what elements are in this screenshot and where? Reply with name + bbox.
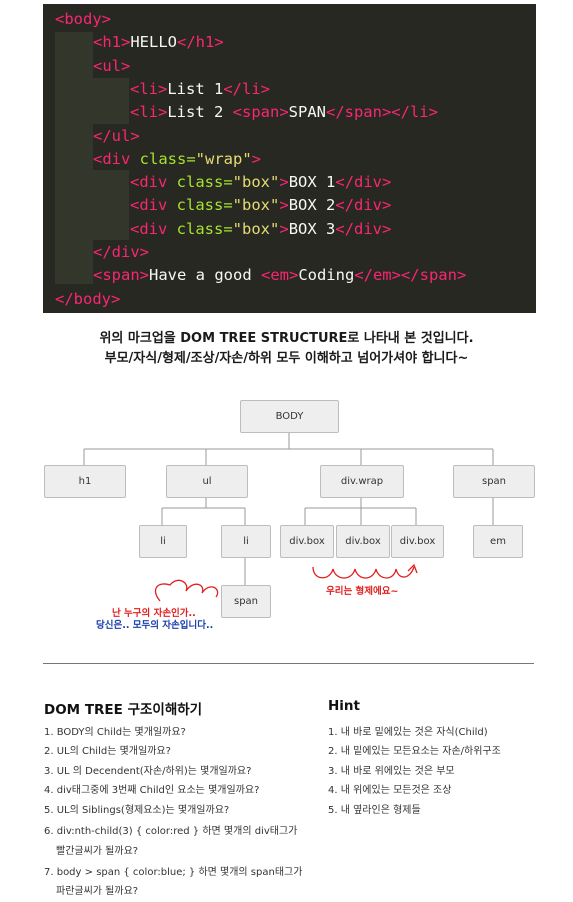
node-body: BODY [240,400,339,433]
code-line: <span>Have a good <em>Coding</em></span> [93,266,466,284]
code-token: Coding [298,266,355,285]
code-line: <body> [55,10,111,28]
question-item: 6. div:nth-child(3) { color:red } 하면 몇개의… [44,826,298,837]
hint-item: 3. 내 바로 위에있는 것은 부모 [328,766,455,777]
scribble-arrow [154,579,219,602]
question-item: 1. BODY의 Child는 몇개일까요? [44,727,186,738]
node-li-2: li [221,525,271,558]
code-block: <body><h1>HELLO</h1><ul><li>List 1</li><… [43,4,536,313]
code-token: <em> [260,266,299,285]
code-token: BOX 2 [288,196,336,215]
node-ul: ul [166,465,248,498]
dom-tree-diagram: BODY h1 ul div.wrap span li li div.box d… [0,385,573,645]
node-span: span [453,465,535,498]
section-divider [43,663,534,664]
code-token: <li> [130,79,168,98]
node-em: em [473,525,523,558]
code-line: <div class="box">BOX 1</div> [130,173,391,191]
indent-guide [93,170,129,240]
hint-item: 2. 내 밑에있는 모든요소는 자손/하위구조 [328,746,501,757]
code-token: "box" [232,173,280,192]
code-line: </div> [93,243,149,261]
node-h1: h1 [44,465,126,498]
code-line: </ul> [93,127,140,145]
code-token: "wrap" [195,149,252,168]
questions-title: DOM TREE 구조이해하기 [44,702,203,718]
hint-item: 5. 내 옆라인은 형제들 [328,805,421,816]
code-line: <li>List 1</li> [130,80,270,98]
scribble-wave [312,566,415,579]
code-token: Have a good [149,266,261,285]
code-token: "box" [232,219,280,238]
node-div-box-1: div.box [280,525,334,558]
indent-guide [55,32,93,284]
question-item: 4. div태그중에 3번째 Child인 요소는 몇개일까요? [44,785,260,796]
code-token: BOX 3 [288,219,336,238]
code-token: <div [130,196,177,215]
descendant-note-red: 난 누구의 자손인가.. [112,608,196,619]
question-item: 5. UL의 Siblings(형제요소)는 몇개일까요? [44,805,230,816]
code-line: <div class="box">BOX 2</div> [130,196,391,214]
code-token: <span> [93,266,149,285]
hint-item: 4. 내 위에있는 모든것은 조상 [328,785,452,796]
node-div-box-2: div.box [336,525,390,558]
tree-connectors [83,432,494,602]
code-token: > [279,196,289,215]
code-token: <h1> [93,33,131,52]
code-token: List 2 [167,103,233,122]
code-token: </h1> [177,33,224,52]
code-token: class= [176,173,233,192]
code-token: <body> [55,10,111,28]
question-item: 2. UL의 Child는 몇개일까요? [44,746,171,757]
code-token: "box" [232,196,280,215]
code-token: class= [176,196,233,215]
node-li-1: li [139,525,187,558]
code-token: List 1 [167,79,224,98]
question-item-continued: 파란글씨가 될까요? [56,886,139,897]
node-span-child: span [221,585,271,618]
caption-line-1: 위의 마크업을 DOM TREE STRUCTURE로 나타내 본 것입니다. [99,331,474,346]
code-token: <div [130,173,177,192]
code-token: </body> [55,289,121,308]
code-token: </div> [335,173,392,192]
question-item: 7. body > span { color:blue; } 하면 몇개의 sp… [44,867,303,878]
node-div-wrap: div.wrap [320,465,404,498]
code-token: <span> [232,103,289,122]
code-token: > [279,173,289,192]
hint-title: Hint [328,698,360,714]
code-token: <ul> [93,56,131,75]
code-token: HELLO [130,33,177,52]
code-token: <div [130,219,177,238]
code-token: </li> [223,79,270,98]
code-line: <div class="box">BOX 3</div> [130,220,391,238]
node-div-box-3: div.box [391,525,444,558]
code-token: </ul> [93,126,140,145]
code-token: SPAN [288,103,326,122]
code-line: <li>List 2 <span>SPAN</span></li> [130,103,438,121]
hint-item: 1. 내 바로 밑에있는 것은 자식(Child) [328,727,488,738]
code-token: </div> [335,196,392,215]
siblings-note: 우리는 형제에요~ [326,586,399,597]
indent-guide [93,78,129,124]
code-token: BOX 1 [288,173,336,192]
question-item-continued: 빨간글씨가 될까요? [56,846,139,857]
code-token: <div [93,149,140,168]
code-line: <h1>HELLO</h1> [93,33,224,51]
code-token: class= [139,149,196,168]
code-line: <div class="wrap"> [93,150,261,168]
code-token: </span></li> [325,103,438,122]
code-token: class= [176,219,233,238]
code-token: </div> [335,219,392,238]
code-token: > [279,219,289,238]
question-item: 3. UL 의 Decendent(자손/하위)는 몇개일까요? [44,766,252,777]
code-line: <ul> [93,57,130,75]
caption-line-2: 부모/자식/형제/조상/자손/하위 모두 이해하고 넘어가셔야 합니다~ [104,351,469,366]
code-token: </div> [93,243,149,261]
code-line: </body> [55,290,120,308]
descendant-note-blue: 당신은.. 모두의 자손입니다.. [96,620,214,631]
code-token: <li> [130,103,168,122]
code-token: </em></span> [354,266,467,285]
code-token: > [251,149,262,168]
